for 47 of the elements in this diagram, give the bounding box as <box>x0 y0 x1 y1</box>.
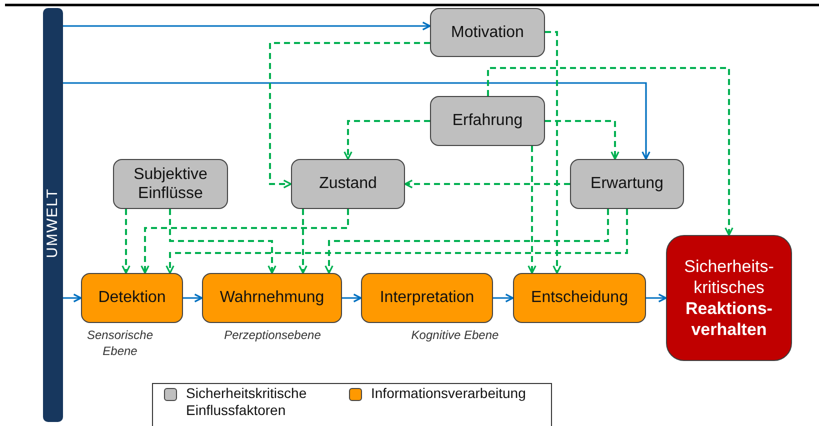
factor-box <box>430 96 545 146</box>
dashed-arrow <box>545 31 562 274</box>
node-label: Wahrnehmung <box>220 288 324 308</box>
dashed-arrow <box>122 209 130 274</box>
dashed-arrow <box>528 146 536 274</box>
arrow <box>63 294 82 302</box>
node-label: Sicherheits- kritisches Reaktions- verhalten <box>683 256 775 340</box>
dashed-arrow <box>166 209 628 274</box>
factor-box <box>291 159 405 209</box>
dashed-arrow <box>169 209 276 274</box>
level-caption: Kognitive Ebene <box>410 328 500 344</box>
environment-bar <box>43 8 63 422</box>
node-label: Motivation <box>451 22 524 42</box>
arrow <box>63 82 650 160</box>
node-label: Zustand <box>319 174 377 194</box>
factor-box <box>570 159 684 209</box>
dashed-arrow <box>269 42 430 188</box>
arrow <box>493 294 514 302</box>
level-caption: Sensorische Ebene <box>86 328 154 360</box>
node-label: Detektion <box>98 288 166 308</box>
level-caption: Perzeptionsebene <box>223 328 322 344</box>
process-box <box>81 273 183 323</box>
dashed-arrow <box>487 67 734 236</box>
factor-box <box>113 159 228 209</box>
result-box <box>666 235 792 361</box>
dashed-arrow <box>545 120 620 160</box>
vertical-label: UMWELT <box>44 188 62 258</box>
node-label: Interpretation <box>380 288 474 308</box>
arrow <box>646 294 667 302</box>
dashed-arrow <box>344 120 430 160</box>
process-box <box>513 273 646 323</box>
node-label: Subjektive Einflüsse <box>132 164 208 204</box>
process-box <box>202 273 342 323</box>
dashed-arrow <box>298 209 308 274</box>
node-label: Erwartung <box>590 174 664 194</box>
node-label: Erfahrung <box>452 111 523 131</box>
dashed-arrow <box>140 209 349 274</box>
process-box <box>361 273 493 323</box>
arrow <box>183 294 203 302</box>
arrow <box>63 22 431 30</box>
arrow <box>342 294 362 302</box>
legend-label: Informationsverarbeitung <box>371 385 527 402</box>
dashed-arrow <box>404 180 570 188</box>
dashed-arrow <box>324 209 609 274</box>
legend-label: Sicherheitskritische Einflussfaktoren <box>186 385 308 419</box>
node-label: Entscheidung <box>531 288 628 308</box>
factor-box <box>430 8 545 57</box>
